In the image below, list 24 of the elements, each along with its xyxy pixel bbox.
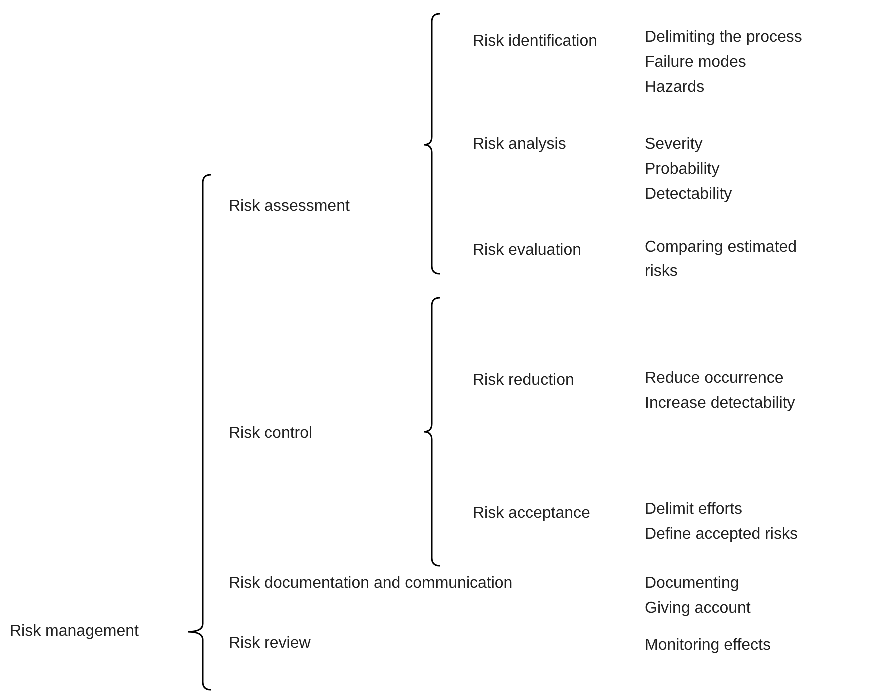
detail-text: Failure modes [645, 53, 746, 73]
detail-text: Delimit efforts [645, 500, 743, 520]
detail-text: Probability [645, 160, 720, 180]
detail-text: Giving account [645, 599, 751, 619]
category-text: Risk review [229, 634, 311, 654]
detail-text: Monitoring effects [645, 636, 771, 656]
category-text: Risk analysis [473, 135, 566, 155]
category-text: Risk documentation and communication [229, 574, 513, 594]
detail-text: Documenting [645, 574, 740, 594]
category-text: Risk acceptance [473, 504, 590, 524]
detail-text: Severity [645, 135, 703, 155]
detail-text: Delimiting the process [645, 28, 802, 48]
category-text: Risk control [229, 424, 313, 444]
detail-text: Reduce occurrence [645, 369, 784, 389]
category-text: Risk assessment [229, 197, 350, 217]
category-text: Risk management [10, 622, 139, 642]
detail-text: Define accepted risks [645, 525, 798, 545]
detail-text: Comparing estimated risks [645, 238, 798, 282]
category-text: Risk identification [473, 32, 598, 52]
category-text: Risk evaluation [473, 241, 582, 261]
detail-text: Increase detectability [645, 394, 796, 414]
detail-text: Detectability [645, 185, 732, 205]
category-text: Risk reduction [473, 371, 574, 391]
detail-text: Hazards [645, 78, 705, 98]
